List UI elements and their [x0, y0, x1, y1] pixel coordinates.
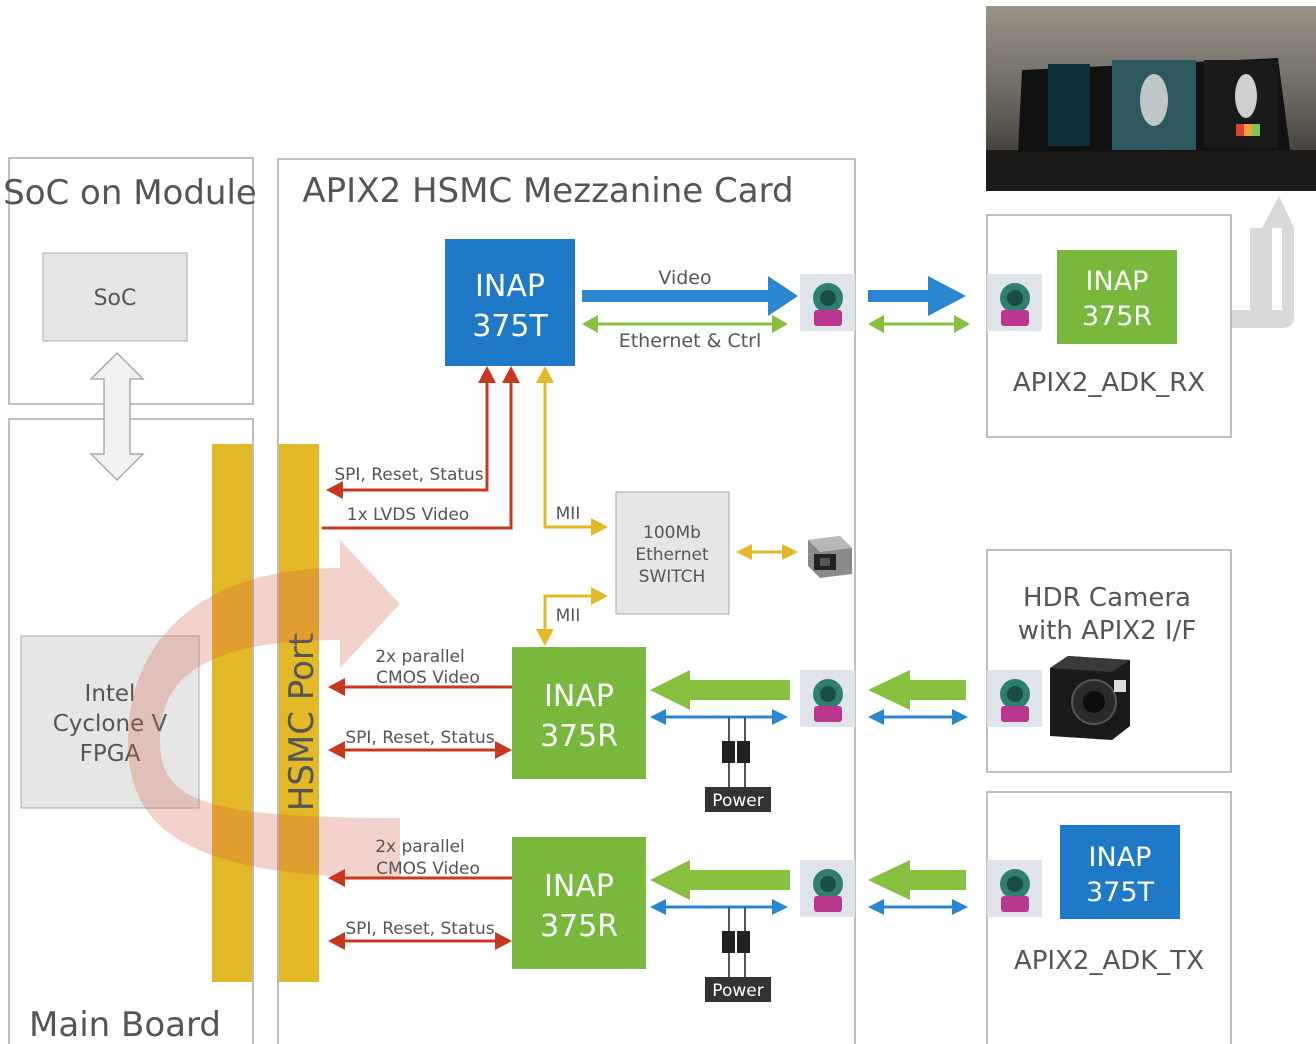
eth-ctrl-label: Ethernet & Ctrl	[619, 330, 762, 352]
video-arrow-external	[868, 276, 966, 316]
green-data-arrow-1	[650, 670, 790, 710]
board-connector-bar	[212, 444, 252, 982]
cmos2-label-line2: CMOS Video	[376, 859, 480, 879]
svg-text:INAP: INAP	[1089, 842, 1152, 873]
soc-module-panel: SoC on Module SoC	[3, 157, 257, 405]
chip-inap-375r-1: INAP 375R	[512, 647, 646, 779]
camera-icon	[1050, 656, 1130, 740]
lvds-video-arrow	[322, 366, 520, 530]
car-display-photo	[986, 6, 1316, 191]
svg-text:INAP: INAP	[475, 269, 545, 304]
spi1-label: SPI, Reset, Status	[345, 728, 494, 748]
green-data-arrow-adk-tx	[868, 860, 966, 900]
spi2-label: SPI, Reset, Status	[345, 919, 494, 939]
adk-rx-label: APIX2_ADK_RX	[1013, 368, 1205, 398]
svg-text:375R: 375R	[540, 719, 618, 754]
display-output-arrow	[1230, 196, 1294, 328]
green-data-arrow-camera	[868, 670, 966, 710]
cmos-video-arrow-2	[328, 869, 512, 887]
apix-connector-adk-tx-icon	[987, 860, 1042, 917]
apix-connector-rx1-icon	[800, 670, 855, 727]
cmos1-label-line2: CMOS Video	[376, 668, 480, 688]
hsmc-port-bar	[279, 444, 319, 982]
hdr-camera-box: HDR Camera with APIX2 I/F	[986, 549, 1232, 773]
video-label: Video	[658, 267, 711, 289]
chip-inap-375r-remote	[1057, 250, 1177, 344]
svg-text:100Mb: 100Mb	[643, 523, 701, 543]
soc-label: SoC	[94, 286, 137, 311]
main-board-title: Main Board	[29, 1005, 221, 1044]
soc-board-double-arrow	[89, 351, 145, 482]
fpga-label-line1: Intel	[85, 681, 136, 707]
svg-text:375T: 375T	[472, 309, 548, 344]
camera-label-line1: HDR Camera	[1023, 583, 1191, 613]
svg-text:SWITCH: SWITCH	[639, 567, 706, 587]
fpga-block	[20, 635, 200, 809]
power1-label: Power	[712, 791, 763, 811]
chip-inap-375t-main: INAP 375T	[445, 239, 575, 366]
blue-ctrl-arrow-1	[650, 709, 788, 725]
svg-text:375R: 375R	[540, 909, 618, 944]
blue-ctrl-arrow-2	[650, 899, 788, 915]
spi-top-label: SPI, Reset, Status	[334, 465, 483, 485]
apix-connector-icon	[800, 274, 855, 331]
ethernet-switch: 100Mb Ethernet SWITCH	[615, 491, 730, 615]
spi-reset-status-arrow-2	[328, 932, 512, 950]
svg-text:INAP: INAP	[544, 869, 614, 904]
blue-ctrl-arrow-adk-tx	[868, 899, 968, 915]
apix-connector-adk-rx-icon	[987, 274, 1042, 331]
chip-inap-375t-remote	[1060, 825, 1180, 919]
fpga-label-line2: Cyclone V	[53, 711, 168, 737]
mii-bottom-label: MII	[556, 606, 581, 626]
hsmc-port-label: HSMC Port	[282, 633, 322, 811]
svg-text:Ethernet: Ethernet	[635, 545, 709, 565]
adk-tx-box: INAP 375T APIX2_ADK_TX	[986, 791, 1232, 1044]
rj45-port-icon	[808, 536, 852, 578]
apix-connector-camera-icon	[987, 670, 1042, 727]
cmos-video-arrow-1	[328, 678, 512, 696]
soc-block	[42, 252, 188, 342]
spi-reset-status-arrow-1	[328, 741, 512, 759]
fpga-label-line3: FPGA	[80, 741, 141, 767]
apix-connector-rx2-icon	[800, 860, 855, 917]
mezzanine-title: APIX2 HSMC Mezzanine Card	[302, 171, 793, 211]
mii-bottom-arrow	[536, 587, 608, 646]
video-arrow	[582, 276, 798, 316]
eth-ctrl-arrow	[582, 315, 788, 333]
cmos2-label-line1: 2x parallel	[375, 837, 465, 857]
eth-arrow-external	[868, 315, 970, 333]
svg-text:375T: 375T	[1086, 877, 1155, 908]
blue-ctrl-arrow-camera	[868, 709, 968, 725]
green-data-arrow-2	[650, 860, 790, 900]
spi-reset-status-top-arrow	[326, 366, 496, 499]
adk-rx-box: INAP 375R APIX2_ADK_RX	[986, 214, 1232, 438]
switch-rj45-arrow	[736, 544, 798, 560]
chip-inap-375r-2: INAP 375R	[512, 837, 646, 969]
lvds-label: 1x LVDS Video	[347, 505, 469, 525]
svg-text:INAP: INAP	[1086, 266, 1149, 297]
mii-top-label: MII	[556, 504, 581, 524]
adk-tx-label: APIX2_ADK_TX	[1014, 946, 1204, 976]
mii-top-arrow	[536, 366, 608, 536]
camera-label-line2: with APIX2 I/F	[1018, 616, 1197, 646]
cmos1-label-line1: 2x parallel	[375, 647, 465, 667]
soc-module-title: SoC on Module	[3, 173, 257, 213]
power-injector-1: Power	[705, 717, 771, 812]
svg-text:INAP: INAP	[544, 679, 614, 714]
power2-label: Power	[712, 981, 763, 1001]
svg-text:375R: 375R	[1082, 301, 1152, 332]
loop-flow-arrow	[128, 540, 400, 878]
power-injector-2: Power	[705, 907, 771, 1002]
